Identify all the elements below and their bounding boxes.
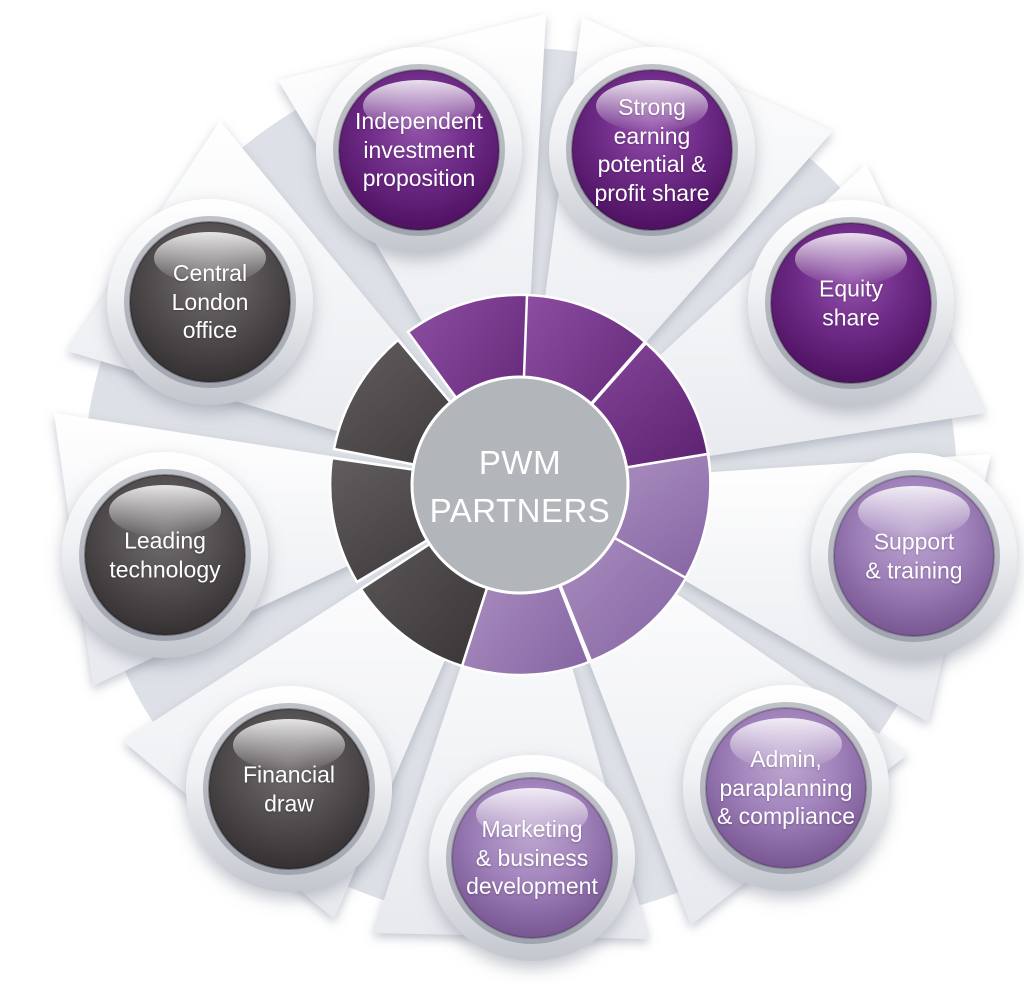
satellite-admin-paraplanning-compliance (683, 685, 889, 891)
satellite-leading-technology (62, 452, 268, 658)
ring-inner-shadow (79, 469, 251, 641)
sphere-gloss (476, 788, 588, 840)
ring-inner-shadow (700, 702, 872, 874)
sphere-gloss (154, 232, 266, 284)
sphere-gloss (858, 486, 970, 538)
sphere-gloss (363, 80, 475, 132)
sphere-gloss (795, 233, 907, 285)
satellite-financial-draw (186, 686, 392, 892)
sphere-gloss (596, 80, 708, 132)
satellite-strong-earning-potential-profit-share (549, 47, 755, 253)
satellite-support-training (811, 453, 1017, 659)
center-circle (410, 375, 630, 595)
satellite-independent-investment-proposition (316, 47, 522, 253)
satellite-marketing-business-development (429, 755, 635, 961)
sphere-gloss (233, 719, 345, 771)
ring-inner-shadow (765, 217, 937, 389)
sphere-gloss (109, 485, 221, 537)
ring-inner-shadow (446, 772, 618, 944)
ring-inner-shadow (566, 64, 738, 236)
satellite-equity-share (748, 200, 954, 406)
ring-inner-shadow (333, 64, 505, 236)
ring-inner-shadow (124, 216, 296, 388)
ring-inner-shadow (828, 470, 1000, 642)
ring-inner-shadow (203, 703, 375, 875)
satellite-central-london-office (107, 199, 313, 405)
sphere-gloss (730, 718, 842, 770)
